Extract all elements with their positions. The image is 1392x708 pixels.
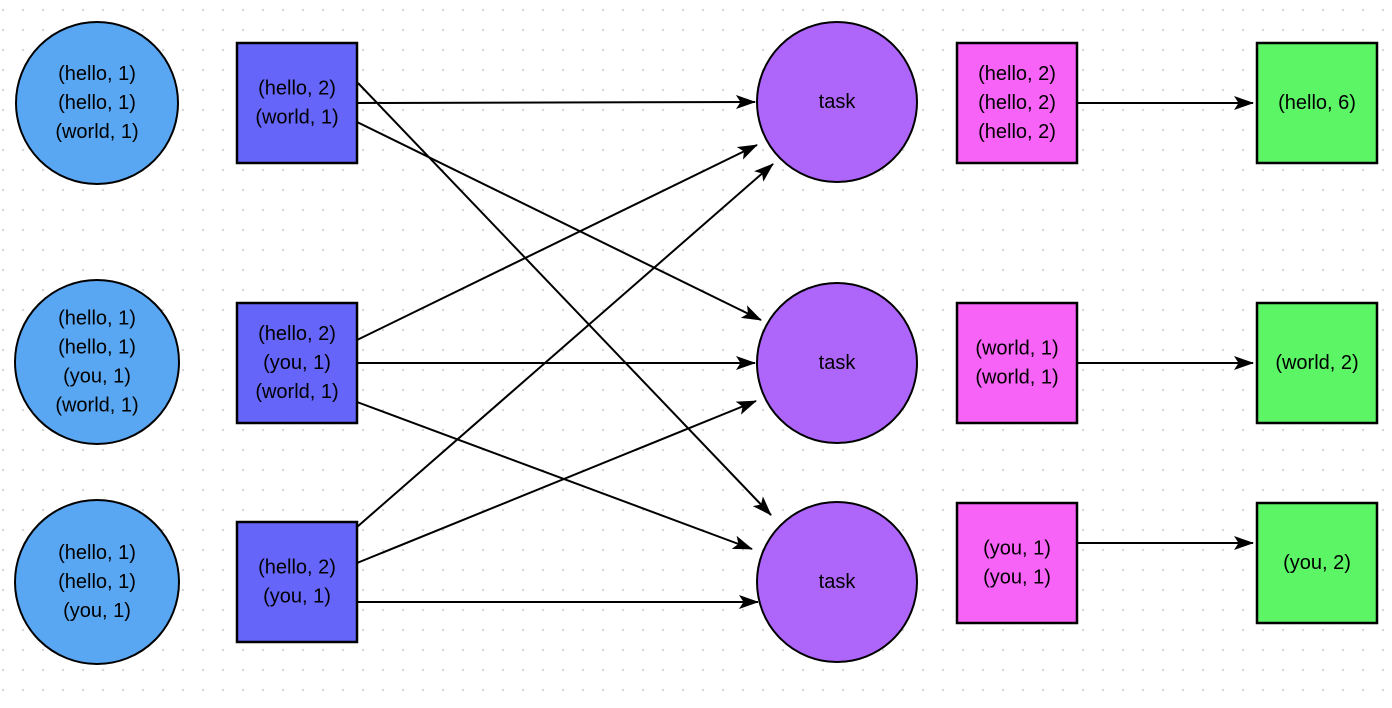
combined-pairs-box-3-label: (you, 1) (263, 586, 331, 608)
shuffled-group-box-you-label: (you, 1) (983, 538, 1051, 560)
combined-pairs-box-3-label: (hello, 2) (258, 557, 336, 579)
map-output-circle-2-label: (hello, 1) (58, 337, 136, 359)
reduce-task-circle-1 (756, 21, 918, 183)
shuffle-arrow-box1-task1 (356, 95, 756, 110)
reduce-task-circle-3 (756, 501, 918, 663)
shuffled-group-box-hello-label: (hello, 2) (978, 63, 1056, 85)
combined-pairs-box-1 (235, 41, 359, 165)
map-output-circle-1-label: (hello, 1) (58, 63, 136, 85)
reduce-task-circle-2 (756, 282, 918, 444)
shuffle-arrow-box2-task3 (356, 401, 753, 550)
map-output-circle-1 (15, 21, 179, 185)
map-output-circle-3-label: (you, 1) (63, 600, 131, 622)
reduced-result-box-you (1255, 501, 1379, 625)
shuffled-group-box-you (955, 501, 1079, 625)
shuffle-arrow-box3-task1 (356, 163, 774, 528)
shuffled-group-box-hello-label: (hello, 2) (978, 92, 1056, 114)
map-output-circle-2 (14, 279, 180, 445)
shuffle-arrow-box1-task3 (357, 82, 772, 516)
reduced-result-box-hello (1255, 41, 1379, 165)
map-output-circle-3-label: (hello, 1) (58, 542, 136, 564)
reduce-task-circle-1-label: task (819, 91, 857, 113)
combined-pairs-box-3 (235, 520, 359, 644)
shuffle-arrow-box2-task1 (356, 144, 758, 341)
shuffled-group-box-you-label: (you, 1) (983, 567, 1051, 589)
reduced-result-box-you-label: (you, 2) (1283, 552, 1351, 574)
shuffled-group-box-world-label: (world, 1) (975, 367, 1058, 389)
shuffle-arrow-box3-task2 (356, 400, 757, 564)
combined-pairs-box-1-label: (world, 1) (255, 107, 338, 129)
node-layer: (hello, 1) (hello, 1) (world, 1) (hello, 1)… (14, 21, 1379, 665)
combined-pairs-box-1-label: (hello, 2) (258, 78, 336, 100)
combined-pairs-box-2-label: (hello, 2) (258, 323, 336, 345)
combined-pairs-box-2-label: (you, 1) (263, 352, 331, 374)
shuffled-group-box-hello-label: (hello, 2) (978, 121, 1056, 143)
combined-pairs-box-2 (235, 301, 359, 425)
shuffle-arrow-box1-task2 (356, 121, 762, 321)
reduced-result-box-world (1255, 301, 1379, 425)
reduce-task-circle-2-label: task (819, 352, 857, 374)
reduced-result-box-world-label: (world, 2) (1275, 352, 1358, 374)
shuffled-group-box-world (955, 301, 1079, 425)
map-output-circle-1-label: (hello, 1) (58, 92, 136, 114)
reduce-task-circle-3-label: task (819, 571, 857, 593)
map-output-circle-2-label: (you, 1) (63, 366, 131, 388)
reduced-result-box-hello-label: (hello, 6) (1278, 92, 1356, 114)
combined-pairs-box-2-label: (world, 1) (255, 381, 338, 403)
map-output-circle-1-label: (world, 1) (55, 121, 138, 143)
map-output-circle-2-label: (world, 1) (55, 395, 138, 417)
map-output-circle-3 (14, 499, 180, 665)
map-output-circle-2-label: (hello, 1) (58, 308, 136, 330)
shuffled-group-box-world-label: (world, 1) (975, 338, 1058, 360)
map-output-circle-3-label: (hello, 1) (58, 571, 136, 593)
edge-layer (356, 82, 1254, 609)
